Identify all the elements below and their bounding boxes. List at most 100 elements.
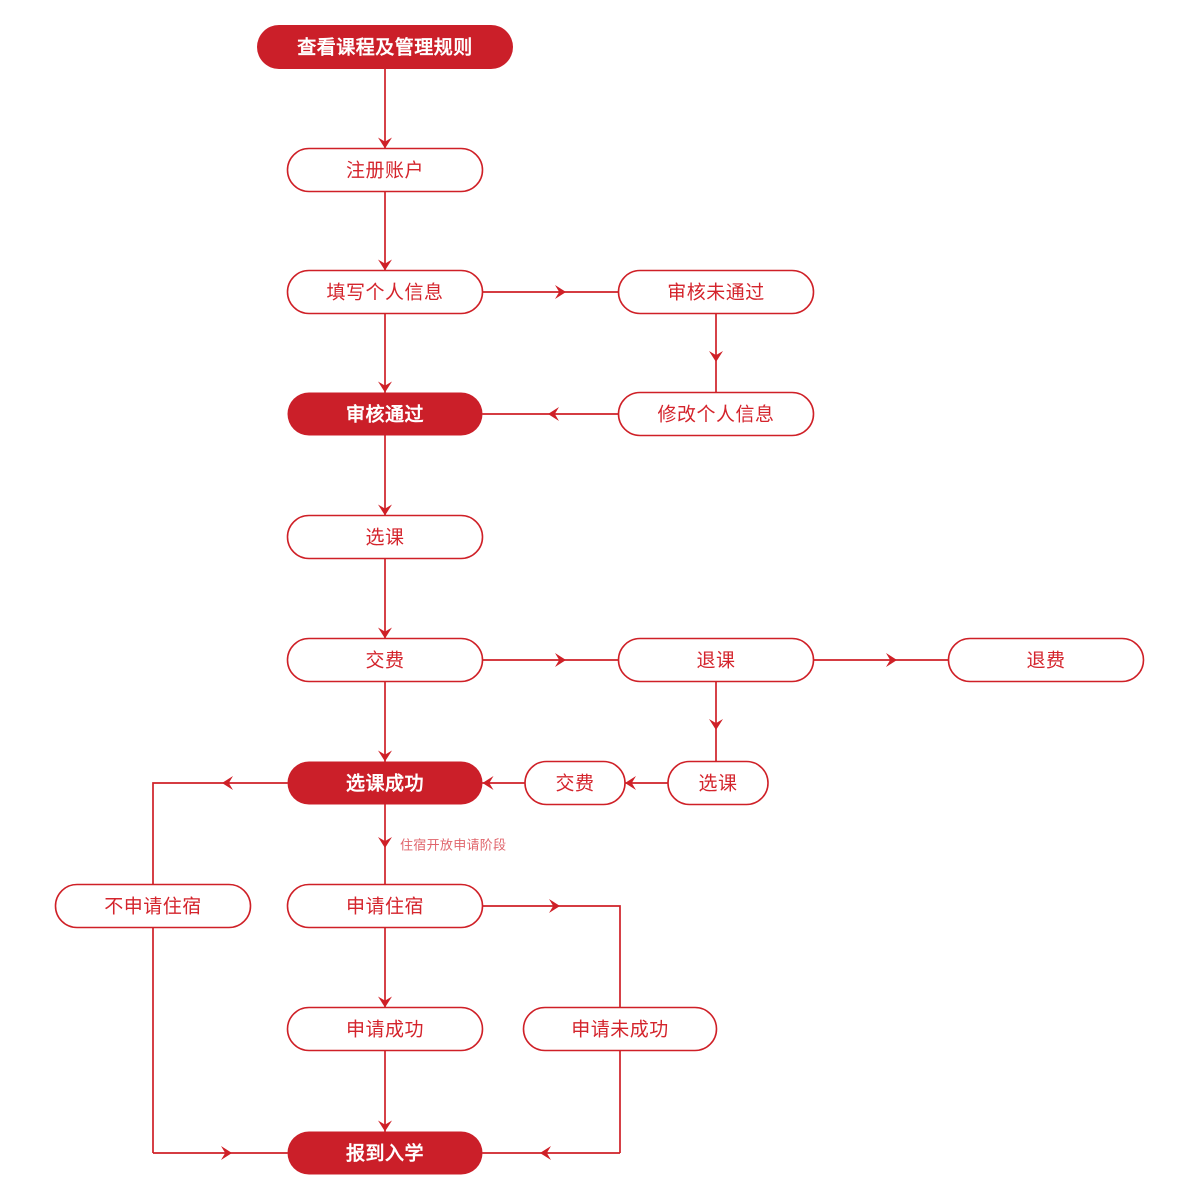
node-modify_info[interactable]: 修改个人信息 — [617, 391, 815, 437]
edge-arrowhead — [378, 381, 392, 393]
e-modify-reviewpassed — [482, 407, 619, 421]
edge-arrowhead — [555, 653, 566, 667]
node-no_dorm_apply[interactable]: 不申请住宿 — [54, 883, 252, 929]
node-label-fill_info: 填写个人信息 — [326, 282, 443, 304]
node-review_failed[interactable]: 审核未通过 — [617, 269, 815, 315]
node-label-select_success: 选课成功 — [346, 772, 424, 795]
edge-path — [152, 782, 288, 1153]
edge-arrowhead — [378, 996, 392, 1008]
node-shape-drop_course[interactable] — [617, 637, 815, 683]
edge-arrowhead — [482, 776, 494, 790]
e-reviewpassed-select — [378, 435, 392, 516]
node-shape-apply_success[interactable] — [286, 1006, 484, 1052]
e-applyfailed-enroll — [482, 1146, 620, 1160]
e-select-pay — [378, 558, 392, 639]
e-select2-pay2 — [625, 776, 668, 790]
e-selectsuccess-dormapply — [378, 804, 392, 885]
node-shape-select_course[interactable] — [286, 514, 484, 560]
node-label-modify_info: 修改个人信息 — [657, 404, 774, 426]
annotation-dorm_stage_note: 住宿开放申请阶段 — [400, 838, 506, 853]
node-select_course_2[interactable]: 选课 — [667, 760, 769, 806]
node-drop_course[interactable]: 退课 — [617, 637, 815, 683]
node-shape-view_rules[interactable] — [257, 25, 513, 69]
e-selectsuccess-nodorm — [152, 776, 288, 1153]
node-shape-review_passed[interactable] — [287, 392, 483, 436]
edge-arrowhead — [378, 259, 392, 271]
edge-arrowhead — [548, 407, 559, 421]
edge-arrowhead — [378, 504, 392, 516]
node-review_passed[interactable]: 审核通过 — [287, 392, 483, 436]
node-shape-register[interactable] — [286, 147, 484, 193]
node-apply_success[interactable]: 申请成功 — [286, 1006, 484, 1052]
edge-arrowhead — [549, 899, 560, 913]
node-label-dorm_apply: 申请住宿 — [346, 896, 424, 918]
node-apply_failed[interactable]: 申请未成功 — [522, 1006, 718, 1052]
node-shape-no_dorm_apply[interactable] — [54, 883, 252, 929]
edge-arrowhead — [555, 285, 566, 299]
e-pay2-selectsuccess — [482, 776, 525, 790]
edge-arrowhead — [378, 837, 392, 848]
node-shape-enroll[interactable] — [287, 1131, 483, 1175]
e-drop-refund — [813, 653, 949, 667]
e-pay-drop — [482, 653, 619, 667]
node-shape-pay_fee[interactable] — [286, 637, 484, 683]
node-pay_fee_2[interactable]: 交费 — [524, 760, 626, 806]
node-label-no_dorm_apply: 不申请住宿 — [104, 896, 202, 918]
e-view-register — [378, 69, 392, 149]
node-shape-review_failed[interactable] — [617, 269, 815, 315]
node-refund[interactable]: 退费 — [947, 637, 1145, 683]
e-drop-select2 — [709, 681, 723, 762]
e-dormapply-applysuccess — [378, 927, 392, 1008]
e-pay-selectsuccess — [378, 681, 392, 762]
node-view_rules[interactable]: 查看课程及管理规则 — [257, 25, 513, 69]
node-shape-pay_fee_2[interactable] — [524, 760, 626, 806]
edges-layer — [152, 69, 949, 1160]
edge-arrowhead — [540, 1146, 551, 1160]
edge-arrowhead — [222, 776, 233, 790]
node-label-refund: 退费 — [1026, 650, 1065, 672]
node-shape-select_course_2[interactable] — [667, 760, 769, 806]
e-applysuccess-enroll — [378, 1050, 392, 1132]
node-shape-refund[interactable] — [947, 637, 1145, 683]
node-enroll[interactable]: 报到入学 — [287, 1131, 483, 1175]
edge-arrowhead — [378, 1120, 392, 1132]
edge-arrowhead — [378, 137, 392, 149]
annotations-layer: 住宿开放申请阶段 — [400, 838, 506, 853]
e-nodorm-enroll — [153, 1146, 288, 1160]
node-label-select_course_2: 选课 — [698, 773, 737, 795]
node-select_course[interactable]: 选课 — [286, 514, 484, 560]
node-label-pay_fee: 交费 — [365, 650, 404, 672]
node-label-register: 注册账户 — [346, 160, 424, 182]
edge-arrowhead — [709, 719, 723, 730]
node-shape-modify_info[interactable] — [617, 391, 815, 437]
node-fill_info[interactable]: 填写个人信息 — [286, 269, 484, 315]
e-reviewfailed-modify — [709, 313, 723, 393]
node-label-review_failed: 审核未通过 — [667, 282, 765, 304]
edge-arrowhead — [378, 750, 392, 762]
node-label-apply_success: 申请成功 — [346, 1019, 424, 1041]
node-label-select_course: 选课 — [365, 527, 404, 549]
node-shape-select_success[interactable] — [287, 761, 483, 805]
node-label-pay_fee_2: 交费 — [555, 773, 594, 795]
node-pay_fee[interactable]: 交费 — [286, 637, 484, 683]
node-label-enroll: 报到入学 — [346, 1142, 424, 1165]
node-shape-dorm_apply[interactable] — [286, 883, 484, 929]
edge-arrowhead — [378, 627, 392, 639]
node-shape-fill_info[interactable] — [286, 269, 484, 315]
e-register-fill — [378, 191, 392, 271]
node-select_success[interactable]: 选课成功 — [287, 761, 483, 805]
node-label-review_passed: 审核通过 — [346, 403, 424, 426]
node-register[interactable]: 注册账户 — [286, 147, 484, 193]
nodes-layer: 查看课程及管理规则注册账户填写个人信息审核未通过审核通过修改个人信息选课交费退课… — [54, 25, 1145, 1175]
edge-arrowhead — [221, 1146, 232, 1160]
e-fill-reviewfailed — [482, 285, 619, 299]
node-label-apply_failed: 申请未成功 — [571, 1019, 669, 1041]
node-dorm_apply[interactable]: 申请住宿 — [286, 883, 484, 929]
node-shape-apply_failed[interactable] — [522, 1006, 718, 1052]
e-dormapply-applyfailed — [482, 899, 621, 1153]
edge-arrowhead — [625, 776, 636, 790]
edge-arrowhead — [709, 351, 723, 362]
node-label-drop_course: 退课 — [696, 650, 735, 672]
